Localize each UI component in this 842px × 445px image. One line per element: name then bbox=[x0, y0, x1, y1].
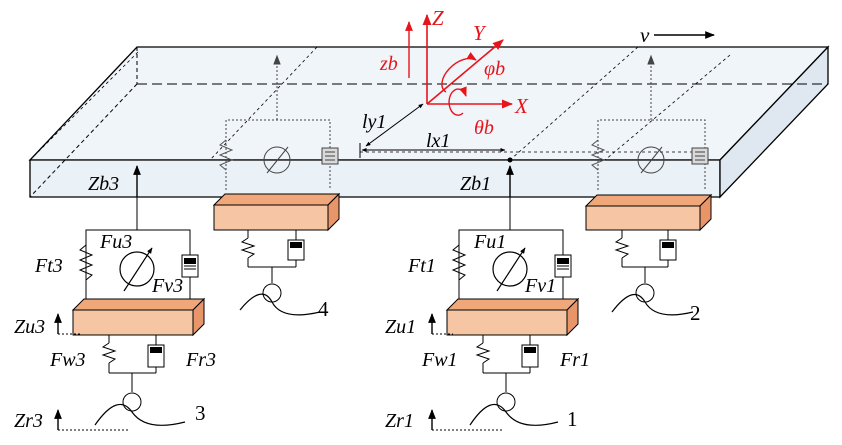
corner-4-unsprung bbox=[212, 192, 341, 316]
label-axis-x: X bbox=[514, 94, 529, 118]
label-fw1: Fw1 bbox=[421, 349, 458, 371]
wheel-number-1: 1 bbox=[567, 407, 578, 431]
label-fu1: Fu1 bbox=[473, 231, 506, 253]
label-fw3: Fw3 bbox=[49, 349, 86, 371]
label-zb: zb bbox=[379, 53, 398, 75]
label-ft1: Ft1 bbox=[407, 255, 436, 277]
label-phib: φb bbox=[484, 58, 505, 80]
label-v: v bbox=[640, 23, 650, 47]
label-lx1: lx1 bbox=[426, 130, 450, 152]
label-fr3: Fr3 bbox=[185, 349, 216, 371]
wheel-number-2: 2 bbox=[690, 301, 701, 325]
label-zu1: Zu1 bbox=[385, 316, 416, 338]
label-axis-z: Z bbox=[432, 6, 444, 30]
label-fv3: Fv3 bbox=[151, 275, 183, 297]
vehicle-body-plate bbox=[28, 45, 830, 199]
label-fr1: Fr1 bbox=[559, 349, 590, 371]
body-point-1 bbox=[507, 157, 513, 163]
labels: v Z Y X zb φb θb ly1 lx1 Zb3 Zb1 Fu3 Fu1… bbox=[14, 6, 701, 432]
body-coordinate-frame bbox=[405, 13, 514, 116]
dimension-lx1 bbox=[359, 143, 506, 158]
label-ft3: Ft3 bbox=[34, 255, 63, 277]
wheel-number-4: 4 bbox=[318, 297, 329, 321]
label-zb1: Zb1 bbox=[460, 173, 491, 195]
label-zr1: Zr1 bbox=[385, 410, 414, 432]
corner-2-suspension bbox=[590, 54, 709, 190]
label-zb3: Zb3 bbox=[88, 173, 119, 195]
label-zr3: Zr3 bbox=[14, 410, 43, 432]
label-zu3: Zu3 bbox=[14, 316, 45, 338]
corner-2-unsprung bbox=[584, 193, 713, 316]
wheel-number-3: 3 bbox=[195, 401, 206, 425]
dimension-ly1 bbox=[365, 103, 424, 147]
label-axis-y: Y bbox=[473, 21, 487, 45]
corner-3-assembly bbox=[54, 165, 206, 431]
label-ly1: ly1 bbox=[362, 111, 386, 133]
corner-1-assembly bbox=[428, 165, 580, 431]
corner-4-suspension bbox=[218, 54, 339, 190]
label-thetab: θb bbox=[474, 117, 494, 139]
label-fu3: Fu3 bbox=[99, 231, 132, 253]
label-fv1: Fv1 bbox=[524, 275, 556, 297]
